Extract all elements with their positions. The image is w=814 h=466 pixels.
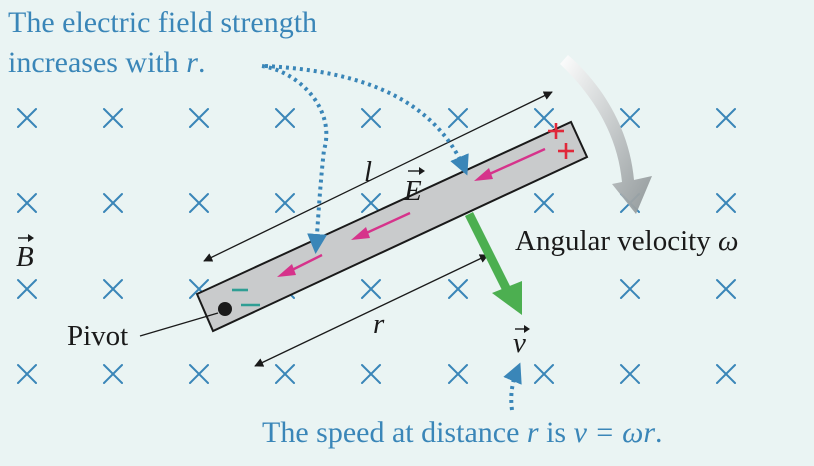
curved-arrow-icon: [560, 55, 652, 214]
cross-icon: [716, 279, 736, 299]
bfield-label: B: [16, 241, 34, 273]
plus-charges: [548, 123, 574, 159]
efield-label: E: [403, 175, 422, 207]
cross-icon: [361, 364, 381, 384]
cross-icon: [103, 279, 123, 299]
radius-label: r: [373, 308, 385, 340]
pivot-leader: [139, 312, 219, 337]
cross-icon: [620, 108, 640, 128]
radius-dimension-line: [254, 254, 489, 367]
pivot-dot-icon: [218, 302, 232, 316]
length-dimension-line: [203, 91, 553, 262]
length-label: l: [364, 156, 372, 188]
angular-velocity-label: Angular velocity ω: [515, 225, 738, 257]
cross-icon: [189, 279, 209, 299]
field-note-line2: increases with r.: [8, 46, 205, 79]
cross-icon: [103, 364, 123, 384]
cross-icon: [17, 279, 37, 299]
bfield-vector-arrow: [18, 234, 34, 242]
pointer-to-low-field: [261, 64, 329, 254]
cross-icon: [716, 364, 736, 384]
cross-icon: [17, 364, 37, 384]
speed-note: The speed at distance r is v = ωr.: [262, 416, 663, 449]
cross-icon: [17, 193, 37, 213]
cross-icon: [103, 108, 123, 128]
pointer-to-velocity: [503, 362, 522, 411]
cross-icon: [189, 364, 209, 384]
cross-icon: [17, 108, 37, 128]
pivot-label: Pivot: [67, 320, 128, 352]
velocity-label: v: [513, 327, 526, 359]
cross-icon: [275, 364, 295, 384]
pointer-to-high-field: [264, 64, 469, 176]
cross-icon: [716, 193, 736, 213]
cross-icon: [103, 193, 123, 213]
cross-icon: [448, 364, 468, 384]
velocity-vector-arrow: [515, 325, 530, 333]
efield-vector-arrow: [408, 167, 425, 175]
cross-icon: [716, 108, 736, 128]
field-note-line1: The electric field strength: [8, 6, 317, 39]
cross-icon: [620, 364, 640, 384]
velocity-arrow: [464, 211, 522, 315]
cross-icon: [534, 364, 554, 384]
cross-icon: [620, 279, 640, 299]
